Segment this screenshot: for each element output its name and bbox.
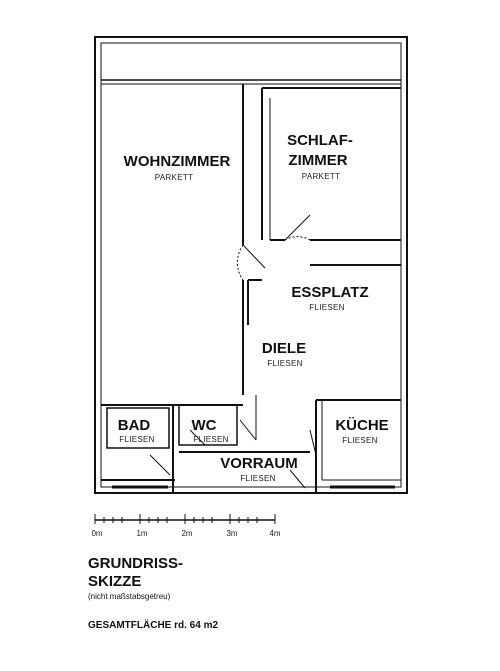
room-label-wc: WC (192, 417, 217, 434)
door-diele-leaf (239, 419, 257, 441)
room-label-essplatz: ESSPLATZ (291, 284, 368, 301)
scale-tick-3: 3m (226, 529, 237, 538)
floor-label-wohnzimmer: PARKETT (155, 173, 193, 182)
bad-inner (106, 407, 170, 449)
room-label-schlafzimmer-2: ZIMMER (288, 152, 347, 169)
floor-label-diele: FLIESEN (267, 359, 302, 368)
scale-bar: 0m 1m 2m 3m 4m (91, 514, 281, 538)
caption-note: (nicht maßstabsgetreu) (88, 592, 171, 601)
room-label-diele: DIELE (262, 340, 306, 357)
scale-bar-ticks (94, 514, 276, 524)
room-label-schlafzimmer-1: SCHLAF- (287, 132, 353, 149)
floor-label-vorraum: FLIESEN (240, 474, 275, 483)
room-label-bad: BAD (118, 417, 151, 434)
floor-label-schlafzimmer: PARKETT (302, 172, 340, 181)
door-bad-leaf (149, 454, 171, 476)
door-schlaf-leaf (284, 214, 311, 241)
caption-area: GESAMTFLÄCHE rd. 64 m2 (88, 620, 219, 631)
door-wohn-arc (236, 244, 244, 281)
floor-label-bad: FLIESEN (119, 435, 154, 444)
scale-tick-0: 0m (91, 529, 102, 538)
door-wohn-leaf (242, 244, 266, 269)
door-kueche-leaf (309, 429, 317, 456)
floor-label-essplatz: FLIESEN (309, 303, 344, 312)
floor-label-wc: FLIESEN (193, 435, 228, 444)
door-schlaf-arc (284, 236, 311, 241)
floor-label-kueche: FLIESEN (342, 436, 377, 445)
scale-tick-1: 1m (136, 529, 147, 538)
scale-tick-4: 4m (269, 529, 280, 538)
caption: GRUNDRISS- SKIZZE (nicht maßstabsgetreu) (88, 555, 183, 602)
room-label-vorraum: VORRAUM (220, 455, 298, 472)
doors (149, 214, 317, 489)
room-label-wohnzimmer: WOHNZIMMER (124, 153, 231, 170)
floor-plan: WOHNZIMMER PARKETT SCHLAF- ZIMMER PARKET… (91, 36, 408, 538)
wc-box (178, 404, 238, 446)
caption-title-line1: GRUNDRISS- (88, 555, 184, 572)
door-wc-leaf (189, 429, 206, 446)
room-label-kueche: KÜCHE (335, 417, 388, 434)
walls (94, 36, 408, 494)
door-entry-leaf (289, 469, 306, 489)
outer-wall (94, 36, 408, 494)
caption-title-line2: SKIZZE (88, 573, 142, 590)
scale-tick-2: 2m (181, 529, 192, 538)
